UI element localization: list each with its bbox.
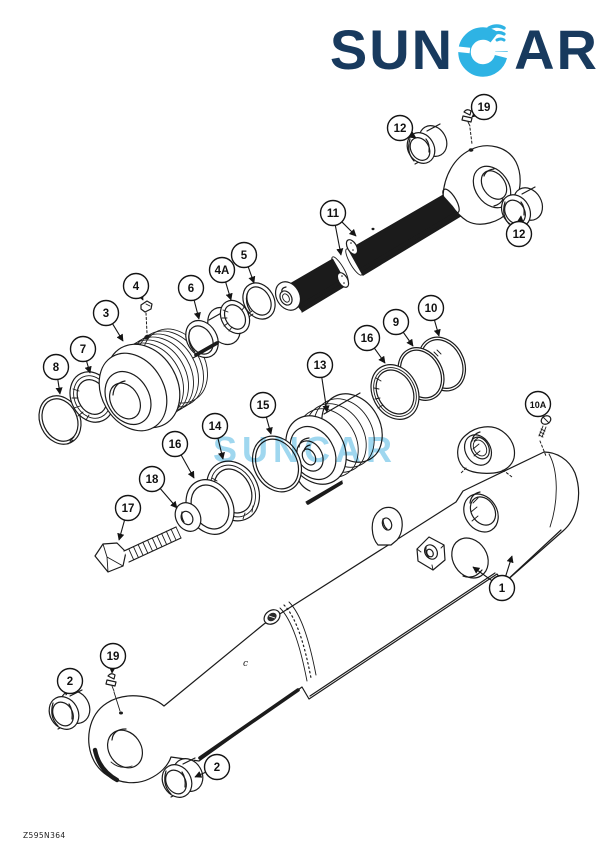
svg-text:3: 3 bbox=[103, 308, 109, 320]
cylinder-group: c bbox=[48, 415, 580, 798]
callout-2[interactable]: 2 bbox=[194, 753, 231, 781]
svg-text:19: 19 bbox=[478, 102, 491, 114]
svg-text:4: 4 bbox=[133, 281, 140, 293]
svg-text:2: 2 bbox=[67, 676, 73, 688]
svg-text:11: 11 bbox=[327, 208, 340, 220]
callout-19[interactable]: 19 bbox=[99, 642, 127, 674]
svg-text:19: 19 bbox=[107, 651, 120, 663]
callout-11[interactable]: 11 bbox=[319, 199, 357, 256]
callout-19[interactable]: 19 bbox=[470, 93, 498, 121]
logo-text-prefix: SUN bbox=[329, 17, 455, 81]
bushing-12-right bbox=[500, 186, 544, 228]
callout-16[interactable]: 16 bbox=[161, 430, 195, 479]
svg-text:16: 16 bbox=[361, 333, 374, 345]
callout-12[interactable]: 12 bbox=[386, 114, 417, 142]
svg-text:13: 13 bbox=[314, 360, 327, 372]
svg-text:7: 7 bbox=[80, 344, 86, 356]
callout-12[interactable]: 12 bbox=[505, 215, 533, 248]
callout-10A[interactable]: 10A bbox=[524, 390, 552, 418]
callout-14[interactable]: 14 bbox=[201, 412, 229, 460]
svg-text:14: 14 bbox=[209, 421, 222, 433]
piston-group bbox=[94, 336, 467, 573]
logo-text-suffix: AR bbox=[514, 17, 599, 81]
callout-18[interactable]: 18 bbox=[138, 465, 178, 509]
svg-text:16: 16 bbox=[169, 439, 182, 451]
logo-wifi-c-icon bbox=[456, 16, 512, 83]
callout-8[interactable]: 8 bbox=[42, 353, 70, 395]
rod-assembly bbox=[274, 109, 544, 313]
svg-text:10A: 10A bbox=[530, 400, 547, 410]
brand-logo: SUN AR bbox=[330, 16, 599, 83]
bushing-2-left bbox=[48, 689, 91, 730]
bushing-2-right bbox=[161, 757, 204, 798]
svg-text:12: 12 bbox=[394, 123, 407, 135]
svg-text:6: 6 bbox=[188, 283, 194, 295]
svg-text:4A: 4A bbox=[215, 265, 230, 277]
svg-text:9: 9 bbox=[393, 317, 399, 329]
callout-5[interactable]: 5 bbox=[230, 241, 258, 284]
screw-10a bbox=[538, 415, 552, 457]
bolt-17 bbox=[94, 526, 182, 573]
callout-10[interactable]: 10 bbox=[417, 294, 445, 337]
callout-3[interactable]: 3 bbox=[92, 299, 124, 342]
svg-text:10: 10 bbox=[425, 303, 438, 315]
svg-text:18: 18 bbox=[146, 474, 159, 486]
callout-13[interactable]: 13 bbox=[306, 351, 334, 413]
callout-2[interactable]: 2 bbox=[56, 667, 84, 696]
bushing-12-left bbox=[406, 123, 448, 165]
svg-text:15: 15 bbox=[257, 400, 270, 412]
callout-6[interactable]: 6 bbox=[177, 274, 205, 320]
drawing-number: Z595N364 bbox=[23, 831, 66, 840]
callout-4[interactable]: 4 bbox=[122, 272, 150, 301]
svg-text:12: 12 bbox=[513, 229, 526, 241]
svg-text:17: 17 bbox=[122, 503, 135, 515]
callout-4A[interactable]: 4A bbox=[208, 256, 236, 301]
c-mark: c bbox=[243, 659, 248, 669]
callout-1[interactable]: 1 bbox=[472, 555, 516, 602]
svg-text:5: 5 bbox=[241, 250, 248, 262]
callout-16[interactable]: 16 bbox=[353, 324, 386, 364]
callout-15[interactable]: 15 bbox=[249, 391, 277, 435]
svg-text:8: 8 bbox=[53, 362, 60, 374]
callout-17[interactable]: 17 bbox=[114, 494, 142, 541]
callout-9[interactable]: 9 bbox=[382, 308, 414, 347]
gland-group bbox=[38, 282, 276, 445]
callout-7[interactable]: 7 bbox=[69, 335, 97, 374]
svg-text:2: 2 bbox=[214, 762, 220, 774]
svg-text:1: 1 bbox=[499, 583, 506, 595]
